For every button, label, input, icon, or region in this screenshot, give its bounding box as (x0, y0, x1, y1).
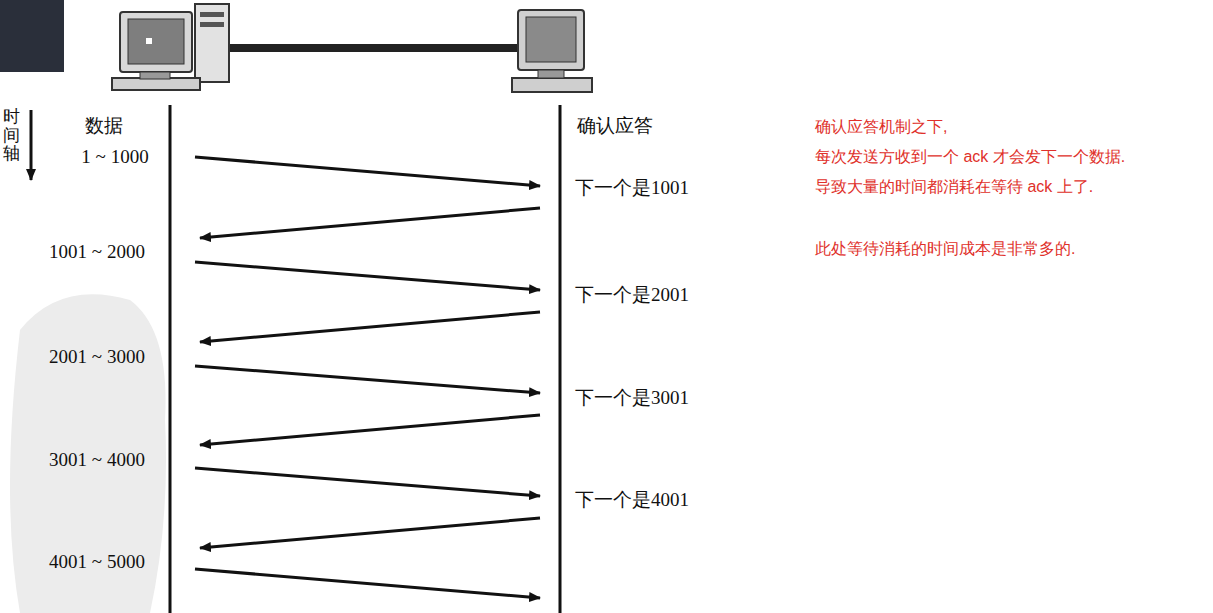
data-range: 1001 ~ 2000 (49, 241, 145, 263)
ack-label: 下一个是4001 (575, 487, 689, 513)
data-range: 1 ~ 1000 (81, 146, 148, 168)
cable (228, 44, 528, 52)
column-header: 确认应答 (577, 113, 653, 139)
note-text: 导致大量的时间都消耗在等待 ack 上了. (815, 177, 1093, 198)
data-range: 2001 ~ 3000 (49, 346, 145, 368)
note-text: 此处等待消耗的时间成本是非常多的. (815, 239, 1075, 260)
note-text: 每次发送方收到一个 ack 才会发下一个数据. (815, 147, 1125, 168)
dark-panel (0, 0, 64, 72)
data-range: 4001 ~ 5000 (49, 551, 145, 573)
receiver-timeline (559, 105, 562, 613)
column-header: 数据 (85, 113, 123, 139)
ack-label: 下一个是2001 (575, 282, 689, 308)
sender-timeline (169, 105, 172, 613)
receiver-computer (512, 10, 592, 92)
note-text: 确认应答机制之下, (815, 117, 947, 138)
data-range: 3001 ~ 4000 (49, 449, 145, 471)
message-arrows (195, 157, 540, 598)
ack-label: 下一个是3001 (575, 385, 689, 411)
watermark-seal (10, 294, 166, 613)
ack-label: 下一个是1001 (575, 175, 689, 201)
time-arrow (30, 110, 33, 180)
sender-computer (112, 4, 229, 90)
axis-label: 时间轴 (3, 108, 20, 164)
